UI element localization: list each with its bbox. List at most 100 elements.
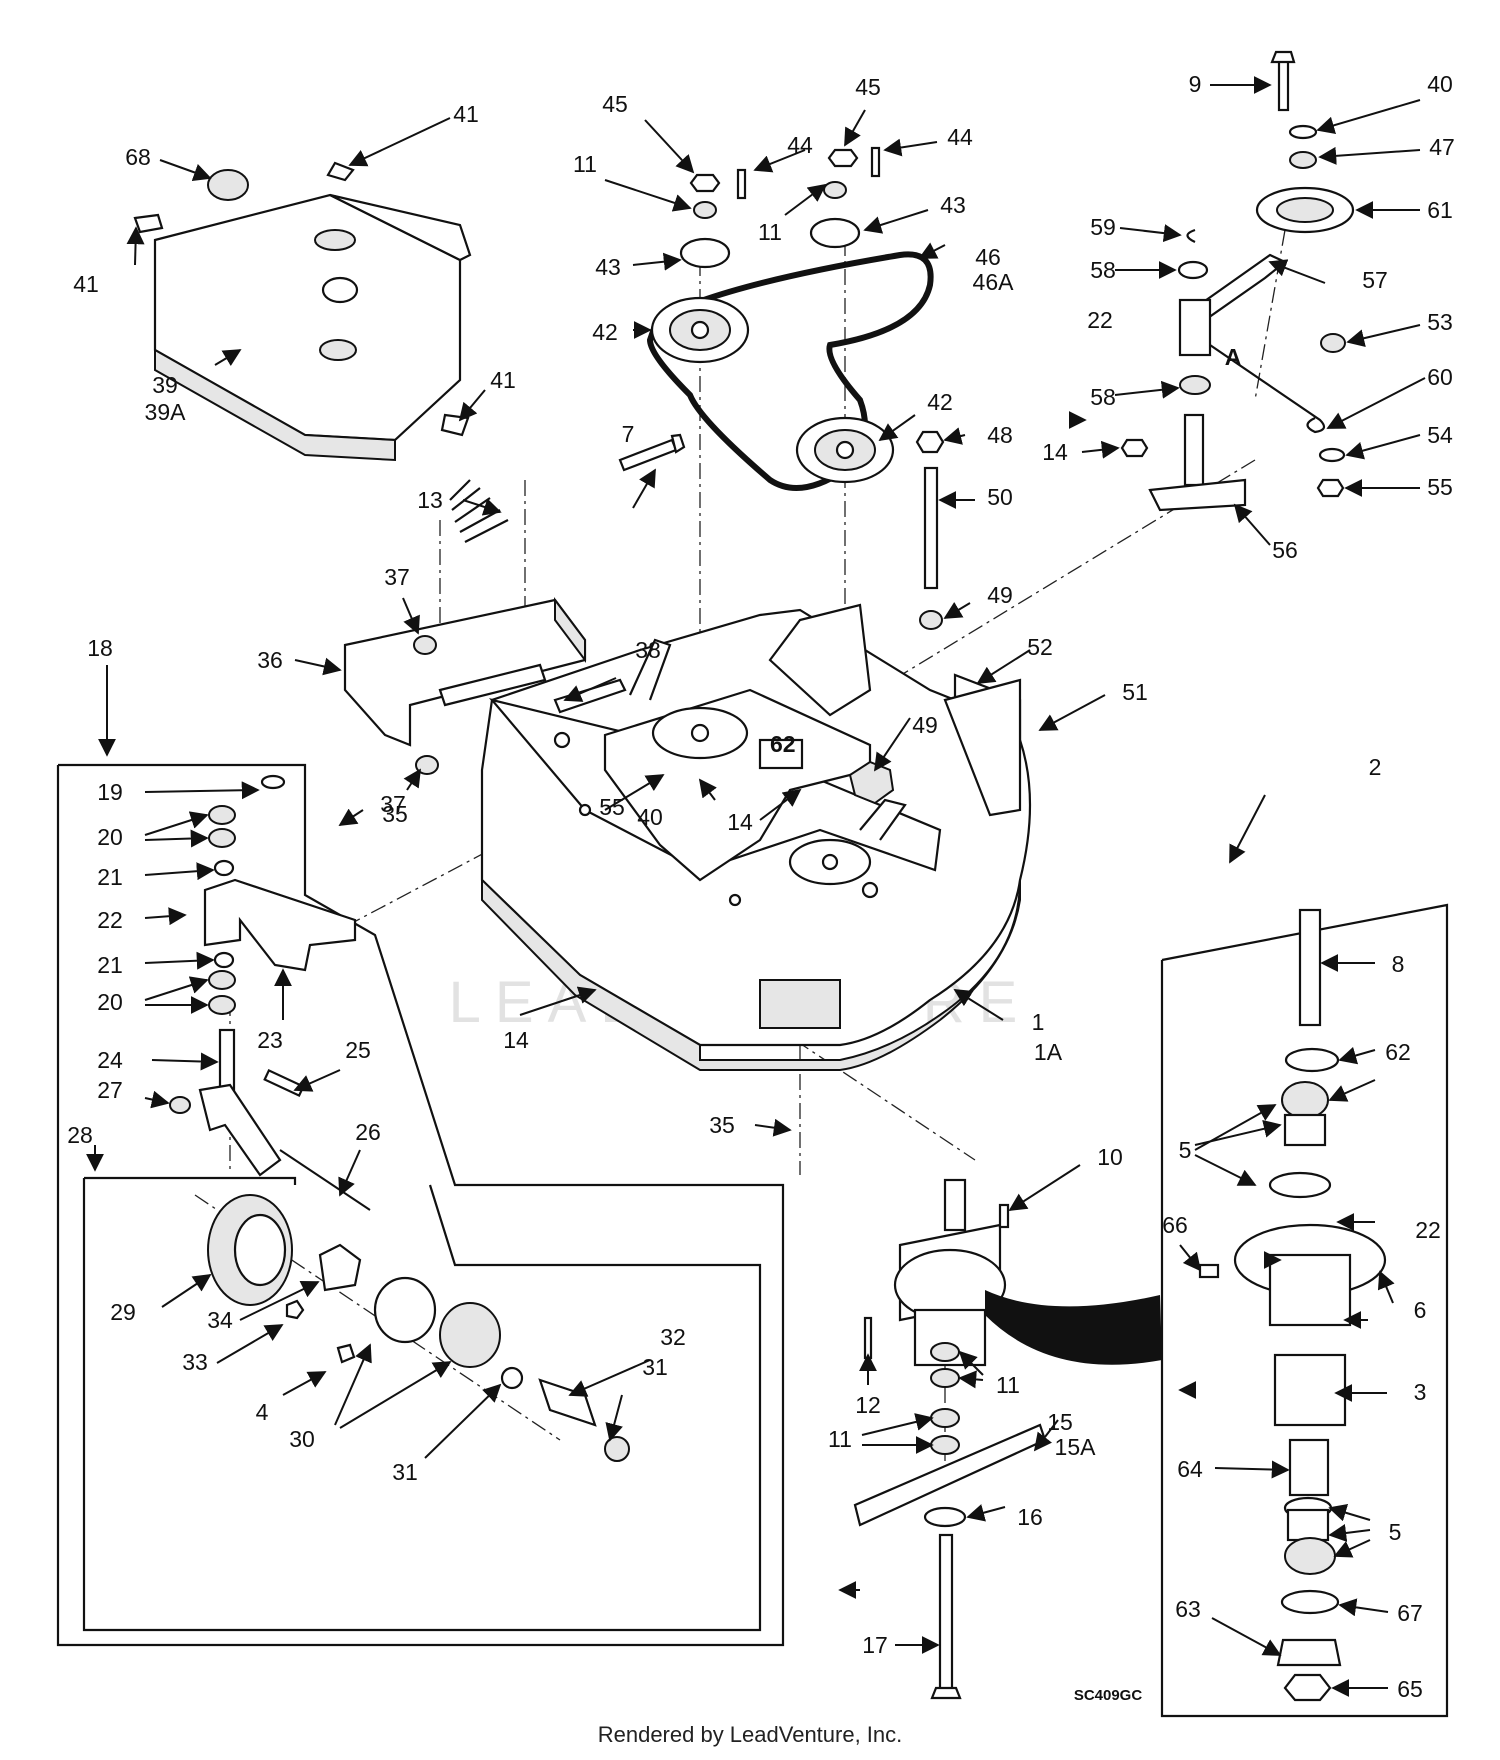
hub-30b <box>439 1302 501 1368</box>
seal-62 <box>1284 1047 1340 1073</box>
callout-25: 25 <box>345 1037 371 1063</box>
callout-42b: 42 <box>927 389 953 415</box>
callout-61: 61 <box>1427 197 1453 223</box>
idler-arm-assembly <box>1120 50 1355 512</box>
caster-arm-23 <box>203 878 357 972</box>
callout-41b: 41 <box>73 271 99 297</box>
caster-kit <box>169 774 630 1462</box>
callout-10: 10 <box>1097 1144 1123 1170</box>
callout-45a: 45 <box>602 91 628 117</box>
callout-11d: 11 <box>828 1426 852 1452</box>
callout-17: 17 <box>862 1632 888 1658</box>
spring-13 <box>449 479 509 543</box>
bumper-68 <box>207 169 249 201</box>
frame-2 <box>1160 903 1449 1718</box>
pulley-63 <box>1276 1638 1342 1667</box>
spacer-53 <box>1320 333 1346 353</box>
callout-46a: 46A <box>973 269 1015 295</box>
spring-bracket <box>343 433 686 775</box>
callout-7: 7 <box>622 421 635 447</box>
callout-14a: 14 <box>1042 439 1068 465</box>
callout-11b: 11 <box>758 219 782 245</box>
callout-2: 2 <box>1369 754 1382 780</box>
drawing-id: SC409GC <box>1074 1687 1143 1704</box>
callout-8: 8 <box>1392 951 1405 977</box>
nut-49b <box>848 760 895 805</box>
callout-18: 18 <box>87 635 113 661</box>
callout-28: 28 <box>67 1122 93 1148</box>
callout-60: 60 <box>1427 364 1453 390</box>
callout-11a: 11 <box>573 151 597 177</box>
callout-14b: 14 <box>503 1027 529 1053</box>
bolt-17 <box>938 1533 954 1692</box>
callout-5b: 5 <box>1389 1519 1402 1545</box>
callout-32: 32 <box>660 1324 686 1350</box>
bolt-9 <box>1277 58 1290 112</box>
callout-5a: 5 <box>1179 1137 1192 1163</box>
callout-37a: 37 <box>384 564 410 590</box>
callout-36: 36 <box>257 647 283 673</box>
callout-54: 54 <box>1427 422 1453 448</box>
callout-50: 50 <box>987 484 1013 510</box>
bolt-44-left <box>736 168 747 200</box>
callout-52: 52 <box>1027 634 1053 660</box>
exploded-link <box>985 1290 1162 1365</box>
callout-20b: 20 <box>97 989 123 1015</box>
callout-13: 13 <box>417 487 443 513</box>
callout-19: 19 <box>97 779 123 805</box>
callout-labels: 1 1A 2 3 4 5 5 6 7 8 9 10 11 11 11 11 12… <box>67 71 1455 1704</box>
callout-44a: 44 <box>787 132 813 158</box>
nut-45-left <box>689 173 721 193</box>
callout-40b: 40 <box>637 804 663 830</box>
spindle-assembly <box>853 1178 1162 1700</box>
callout-26: 26 <box>355 1119 381 1145</box>
pin-25 <box>263 1068 305 1098</box>
callout-29: 29 <box>110 1299 136 1325</box>
callout-49b: 49 <box>912 712 938 738</box>
nut-37-top <box>413 635 437 655</box>
callout-35b: 35 <box>709 1112 735 1138</box>
callout-a-arm: A <box>1225 344 1242 370</box>
bushing-47 <box>1289 151 1317 169</box>
spacer-31-left <box>500 1366 524 1390</box>
callout-27: 27 <box>97 1077 123 1103</box>
nut-55 <box>1316 478 1345 498</box>
callout-9: 9 <box>1189 71 1202 97</box>
callout-45b: 45 <box>855 74 881 100</box>
callout-38: 38 <box>635 637 661 663</box>
callout-49a: 49 <box>987 582 1013 608</box>
callout-35a: 35 <box>382 801 408 827</box>
callout-37b: 37 <box>380 791 406 817</box>
frame-18 <box>56 763 785 1647</box>
bolt-12 <box>863 1316 873 1360</box>
knob-41-top <box>326 161 355 182</box>
callout-43a: 43 <box>595 254 621 280</box>
callout-34: 34 <box>207 1307 233 1333</box>
callout-23: 23 <box>257 1027 283 1053</box>
nut-65 <box>1283 1673 1332 1702</box>
knob-41-left <box>133 213 164 234</box>
callout-21a: 21 <box>97 864 123 890</box>
callout-44b: 44 <box>947 124 973 150</box>
callout-15a: 15A <box>1055 1434 1097 1460</box>
belt-and-pulleys <box>646 146 934 491</box>
callout-24: 24 <box>97 1047 123 1073</box>
callout-11c: 11 <box>996 1372 1020 1398</box>
bolt-44-right <box>870 146 881 178</box>
idler-43-left <box>679 237 731 269</box>
callout-31b: 31 <box>642 1354 668 1380</box>
callout-14c: 14 <box>727 809 753 835</box>
callout-15: 15 <box>1047 1409 1073 1435</box>
marker-a-deck: 62 <box>770 731 796 757</box>
washer-40 <box>1288 124 1318 140</box>
callout-41a: 41 <box>453 101 479 127</box>
belt-cover <box>133 161 472 462</box>
callout-30: 30 <box>289 1426 315 1452</box>
callout-56: 56 <box>1272 537 1298 563</box>
callout-41c: 41 <box>490 367 516 393</box>
callout-1: 1 <box>1032 1009 1045 1035</box>
callout-62: 62 <box>1385 1039 1411 1065</box>
callout-58b: 58 <box>1090 384 1116 410</box>
callout-16: 16 <box>1017 1504 1043 1530</box>
spacer-64 <box>1288 1438 1330 1497</box>
